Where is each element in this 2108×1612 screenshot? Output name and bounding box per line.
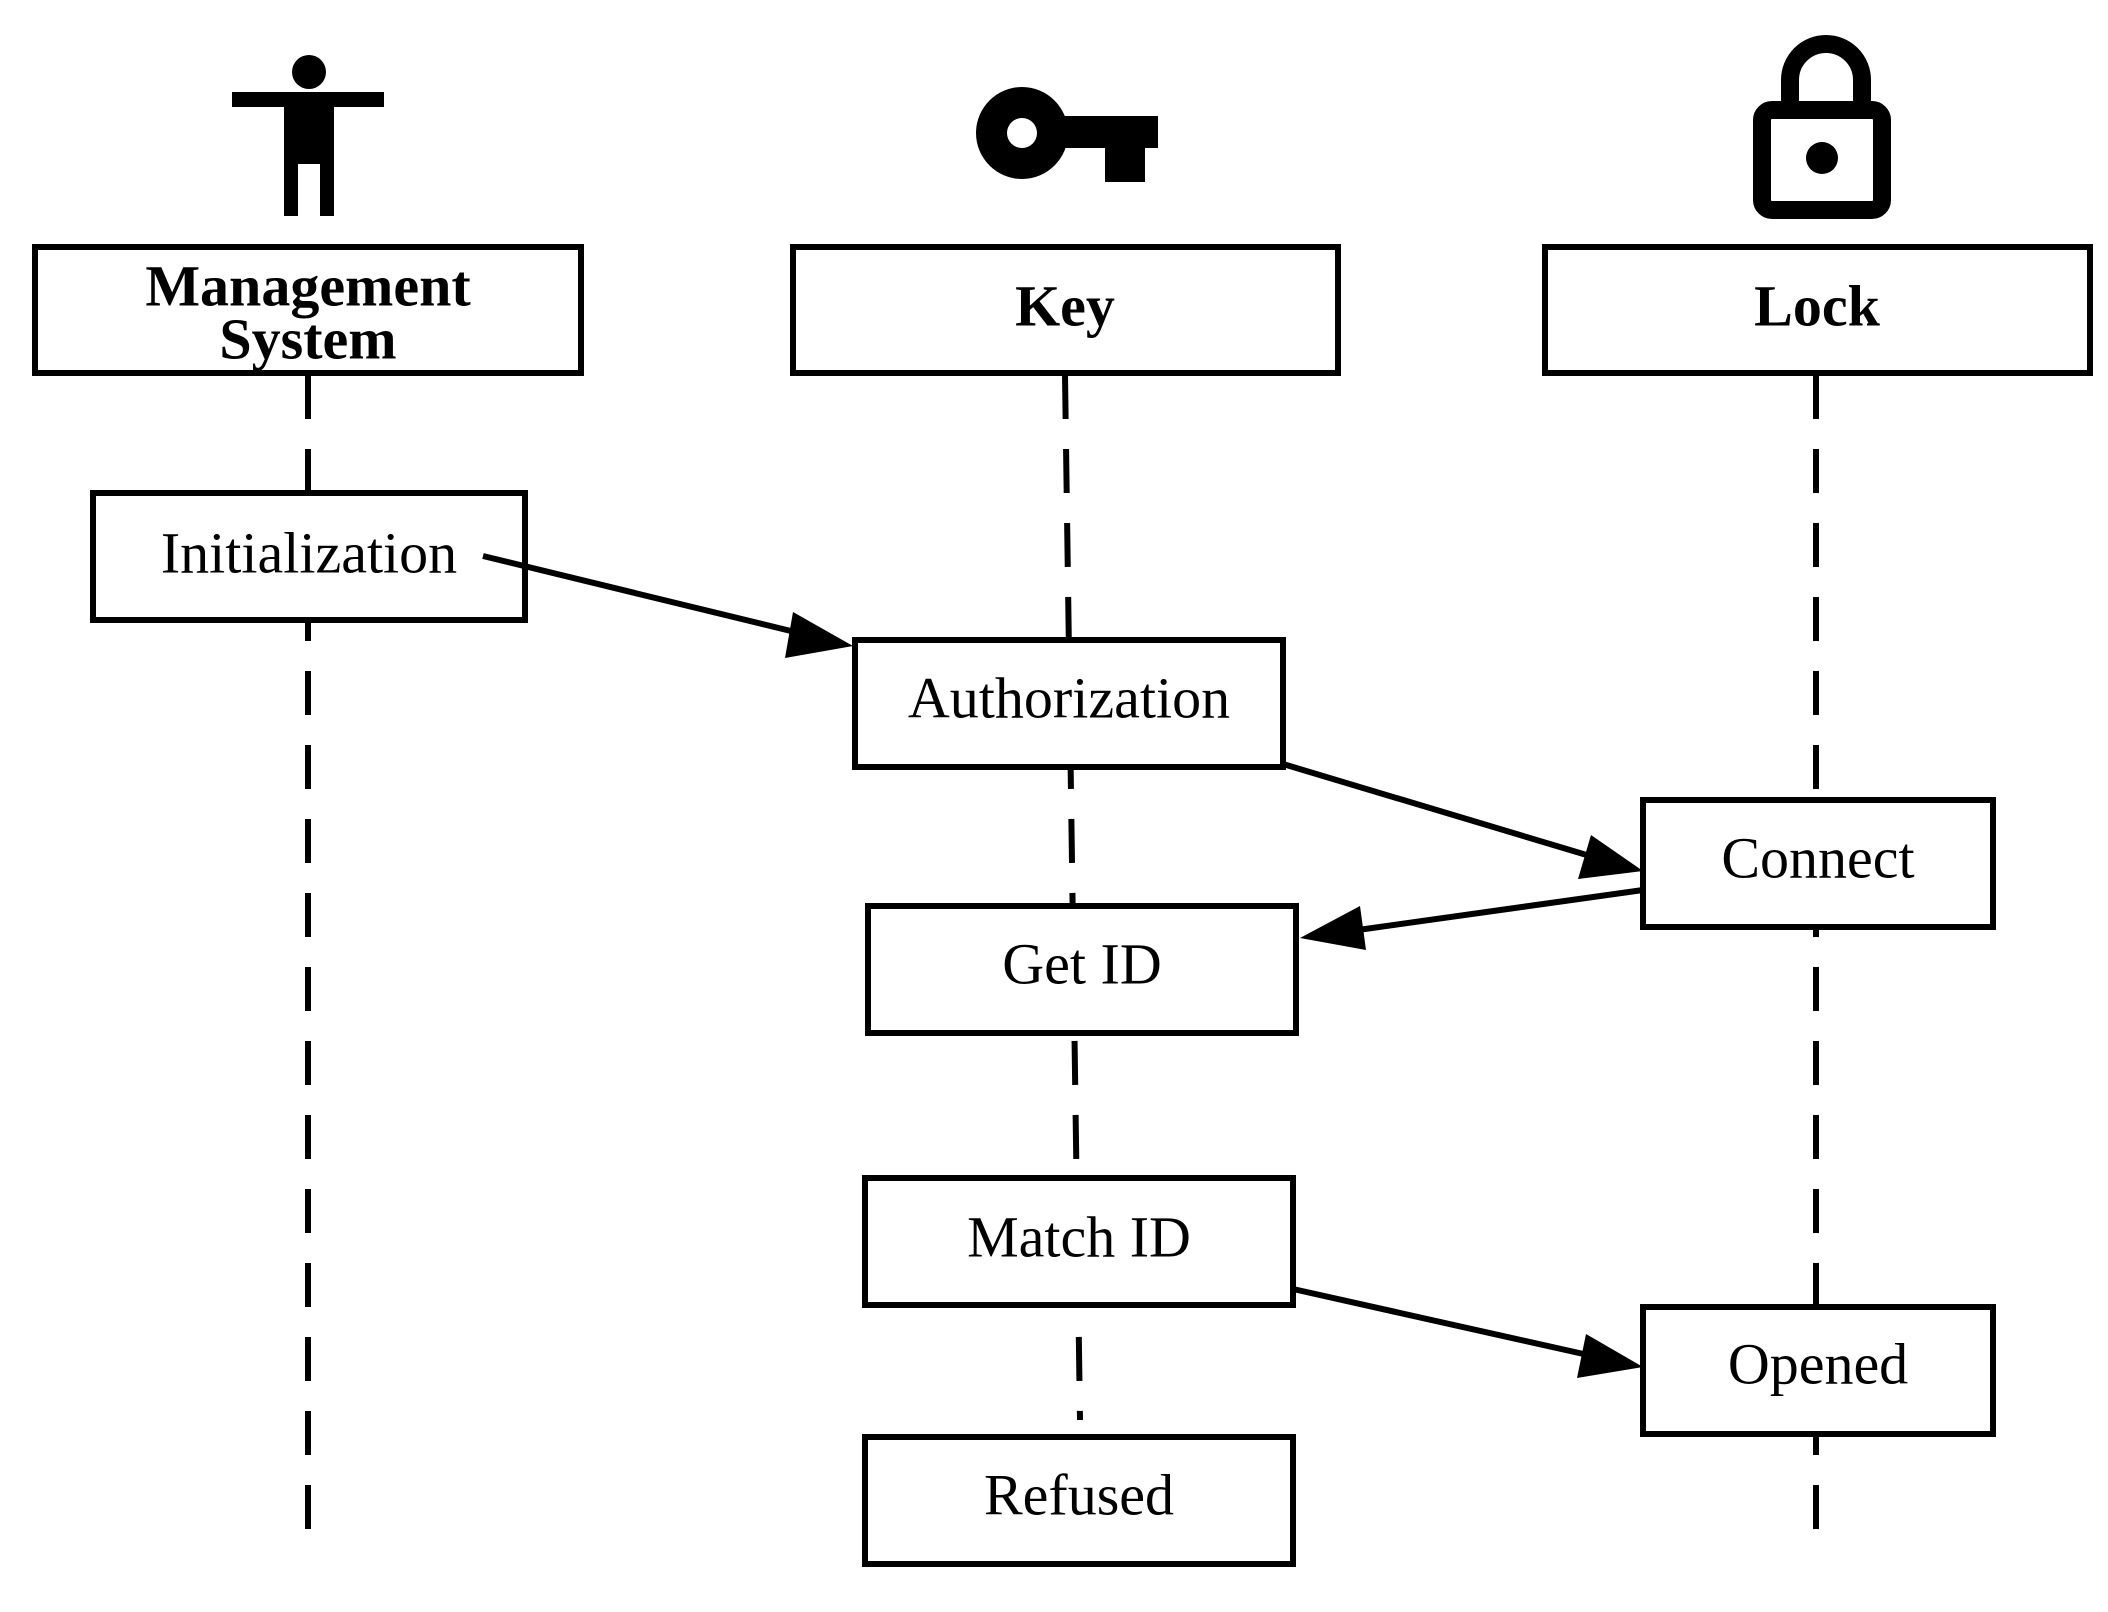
participant-management: Management System — [32, 244, 584, 376]
step-get-id-label: Get ID — [1002, 931, 1161, 996]
arrowhead — [1578, 835, 1643, 879]
participant-lock-label: Lock — [1754, 273, 1880, 338]
padlock-icon — [1753, 35, 1891, 219]
participant-management-label-line2: System — [219, 306, 396, 371]
arrowhead — [785, 612, 853, 658]
step-initialization: Initialization — [90, 490, 528, 623]
arrowhead — [1577, 1334, 1643, 1378]
step-match-id: Match ID — [862, 1175, 1296, 1308]
step-opened: Opened — [1640, 1304, 1996, 1437]
step-refused: Refused — [862, 1434, 1296, 1567]
step-authorization: Authorization — [852, 637, 1286, 770]
person-icon — [232, 55, 384, 216]
key-icon — [976, 87, 1158, 182]
step-initialization-label: Initialization — [161, 520, 457, 585]
message-initialization-to-authorization — [482, 553, 853, 658]
arrowhead — [1300, 906, 1366, 950]
step-connect-label: Connect — [1721, 825, 1914, 890]
step-connect: Connect — [1640, 797, 1996, 930]
message-authorization-to-connect — [1282, 761, 1643, 879]
participant-lock: Lock — [1542, 244, 2093, 376]
participant-key: Key — [790, 244, 1341, 376]
lifeline-key — [1062, 374, 1083, 1421]
step-match-id-label: Match ID — [967, 1204, 1191, 1269]
message-match-id-to-opened — [1292, 1286, 1643, 1378]
participant-management-label-line1: Management — [145, 253, 471, 318]
message-connect-to-get-id — [1300, 887, 1644, 950]
step-opened-label: Opened — [1728, 1331, 1908, 1396]
participant-key-label: Key — [1015, 273, 1115, 338]
step-refused-label: Refused — [984, 1462, 1174, 1527]
step-get-id: Get ID — [865, 903, 1299, 1036]
step-authorization-label: Authorization — [908, 665, 1230, 730]
